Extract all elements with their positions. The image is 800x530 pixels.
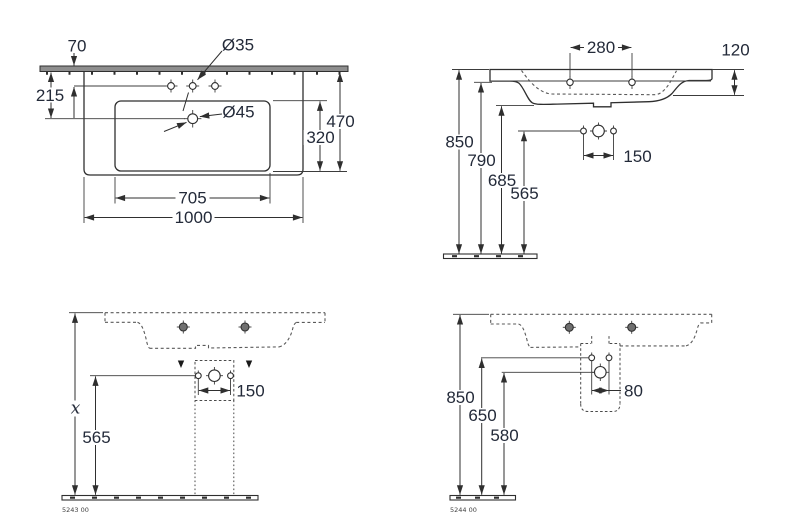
tap-hole-marker	[186, 79, 200, 93]
dim-label-overall-width: 1000	[172, 208, 215, 227]
svg-text:850: 850	[446, 388, 474, 407]
side-view-siphon: 80 850 650 580 5244 00	[443, 313, 713, 514]
dim-label-overall-depth: 470	[323, 112, 358, 131]
dim-label-edge-to-taphole: 70	[68, 37, 87, 56]
dim-label-height-overall: 850	[442, 133, 477, 152]
svg-text:565: 565	[82, 428, 110, 447]
dim-label-drain-diameter: Ø45	[222, 103, 254, 122]
drain-hole-marker	[184, 110, 202, 128]
fixing-hole-marker	[176, 320, 190, 334]
basin-hidden-outline	[104, 312, 326, 349]
dim-label-height-trap: 565	[507, 184, 542, 203]
dim-label-height-trap: 565	[79, 428, 114, 447]
dim-label-taphole-spacing: 280	[584, 38, 618, 57]
svg-text:705: 705	[178, 189, 206, 208]
svg-text:470: 470	[326, 112, 354, 131]
svg-text:1000: 1000	[175, 208, 213, 227]
product-code: 5243 00	[62, 506, 89, 514]
svg-text:650: 650	[468, 406, 496, 425]
svg-text:580: 580	[490, 426, 518, 445]
dim-label-edge-to-drain: 215	[33, 86, 67, 105]
svg-text:790: 790	[467, 151, 495, 170]
dim-label-fixing-spacing: 150	[623, 147, 651, 166]
fixing-hole-marker	[562, 320, 576, 334]
fixing-hole-marker	[238, 320, 252, 334]
floor-line	[449, 494, 517, 501]
dim-label-taphole-diameter: Ø35	[222, 36, 254, 55]
tap-hole-marker	[208, 79, 222, 93]
wall-rail	[39, 65, 349, 72]
basin-front-outline	[489, 68, 713, 108]
dim-label-height-overall: x	[67, 399, 84, 419]
svg-text:x: x	[71, 399, 81, 419]
dim-label-height-fixing: 650	[465, 406, 500, 425]
product-code: 5244 00	[450, 506, 477, 514]
tap-hole-marker	[628, 76, 636, 89]
siphon-cover-outline	[580, 335, 621, 412]
plan-view: 70 215 Ø35 Ø45 470 320 705 1000	[33, 36, 358, 227]
dim-label-fixing-spacing: 80	[624, 382, 643, 401]
svg-text:565: 565	[510, 184, 538, 203]
dim-label-height-underside: 685	[485, 171, 519, 190]
svg-text:215: 215	[36, 86, 64, 105]
svg-text:320: 320	[306, 128, 334, 147]
dim-label-apron-height: 120	[721, 41, 749, 60]
side-view-pedestal: 150 x 565 5243 00	[61, 312, 326, 514]
fixing-hole-marker	[625, 320, 639, 334]
trap-marker	[194, 367, 234, 385]
trap-marker	[580, 122, 617, 140]
floor-line	[442, 253, 538, 260]
svg-text:685: 685	[488, 171, 516, 190]
dim-label-height-tapholes: 790	[464, 151, 499, 170]
dim-label-basin-width: 705	[175, 189, 210, 208]
floor-line	[61, 494, 259, 501]
dim-label-height-overall: 850	[443, 388, 478, 407]
tap-hole-marker	[164, 79, 178, 93]
basin-inner-outline	[114, 100, 271, 172]
down-arrow-icon	[245, 360, 253, 368]
tap-hole-marker	[566, 76, 574, 89]
svg-text:850: 850	[445, 133, 473, 152]
basin-hidden-outline	[490, 313, 713, 348]
dim-label-fixing-spacing: 150	[236, 382, 264, 401]
svg-text:280: 280	[587, 38, 615, 57]
down-arrow-icon	[177, 360, 185, 368]
basin-hidden-bowl-line	[521, 70, 677, 96]
trap-marker	[588, 352, 613, 395]
front-view: 280 120 150 850	[442, 38, 750, 260]
dim-label-height-trap: 580	[487, 426, 522, 445]
dim-label-basin-depth: 320	[303, 128, 338, 147]
